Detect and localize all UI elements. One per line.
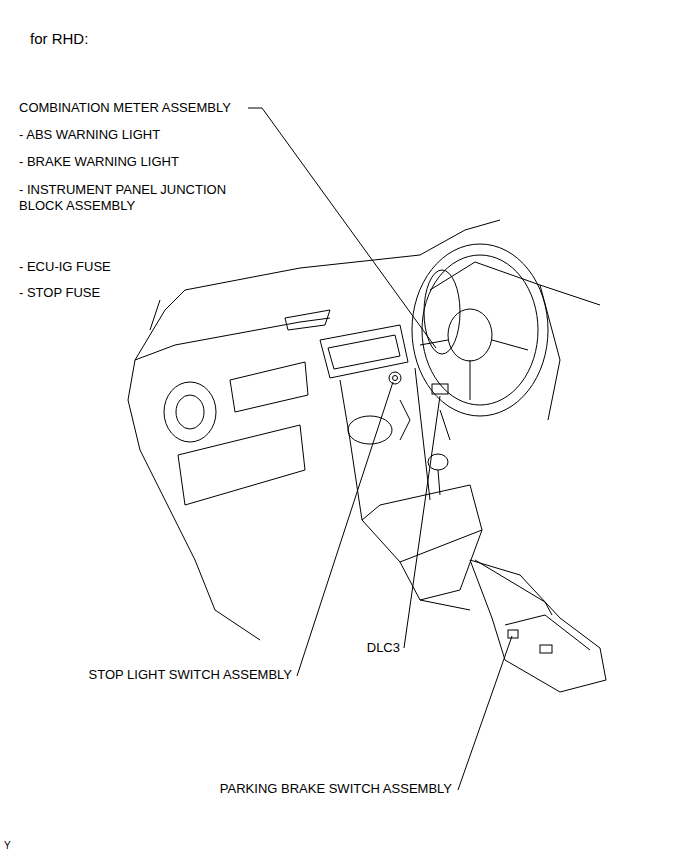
sub-part-name: - ECU-IG FUSE (19, 259, 111, 275)
sub-part-name: - INSTRUMENT PANEL JUNCTION BLOCK ASSEMB… (19, 182, 251, 214)
sub-part-name: - BRAKE WARNING LIGHT (19, 154, 179, 170)
part-name: STOP LIGHT SWITCH ASSEMBLY (89, 667, 292, 683)
part-name: COMBINATION METER ASSEMBLY (19, 100, 231, 116)
diagram-title: for RHD: (30, 30, 88, 48)
part-name: DLC3 (367, 640, 400, 656)
figure-code: Y (4, 840, 11, 852)
sub-part-name: - ABS WARNING LIGHT (19, 127, 160, 143)
part-name: PARKING BRAKE SWITCH ASSEMBLY (220, 781, 452, 797)
sub-part-name: - STOP FUSE (19, 285, 100, 301)
